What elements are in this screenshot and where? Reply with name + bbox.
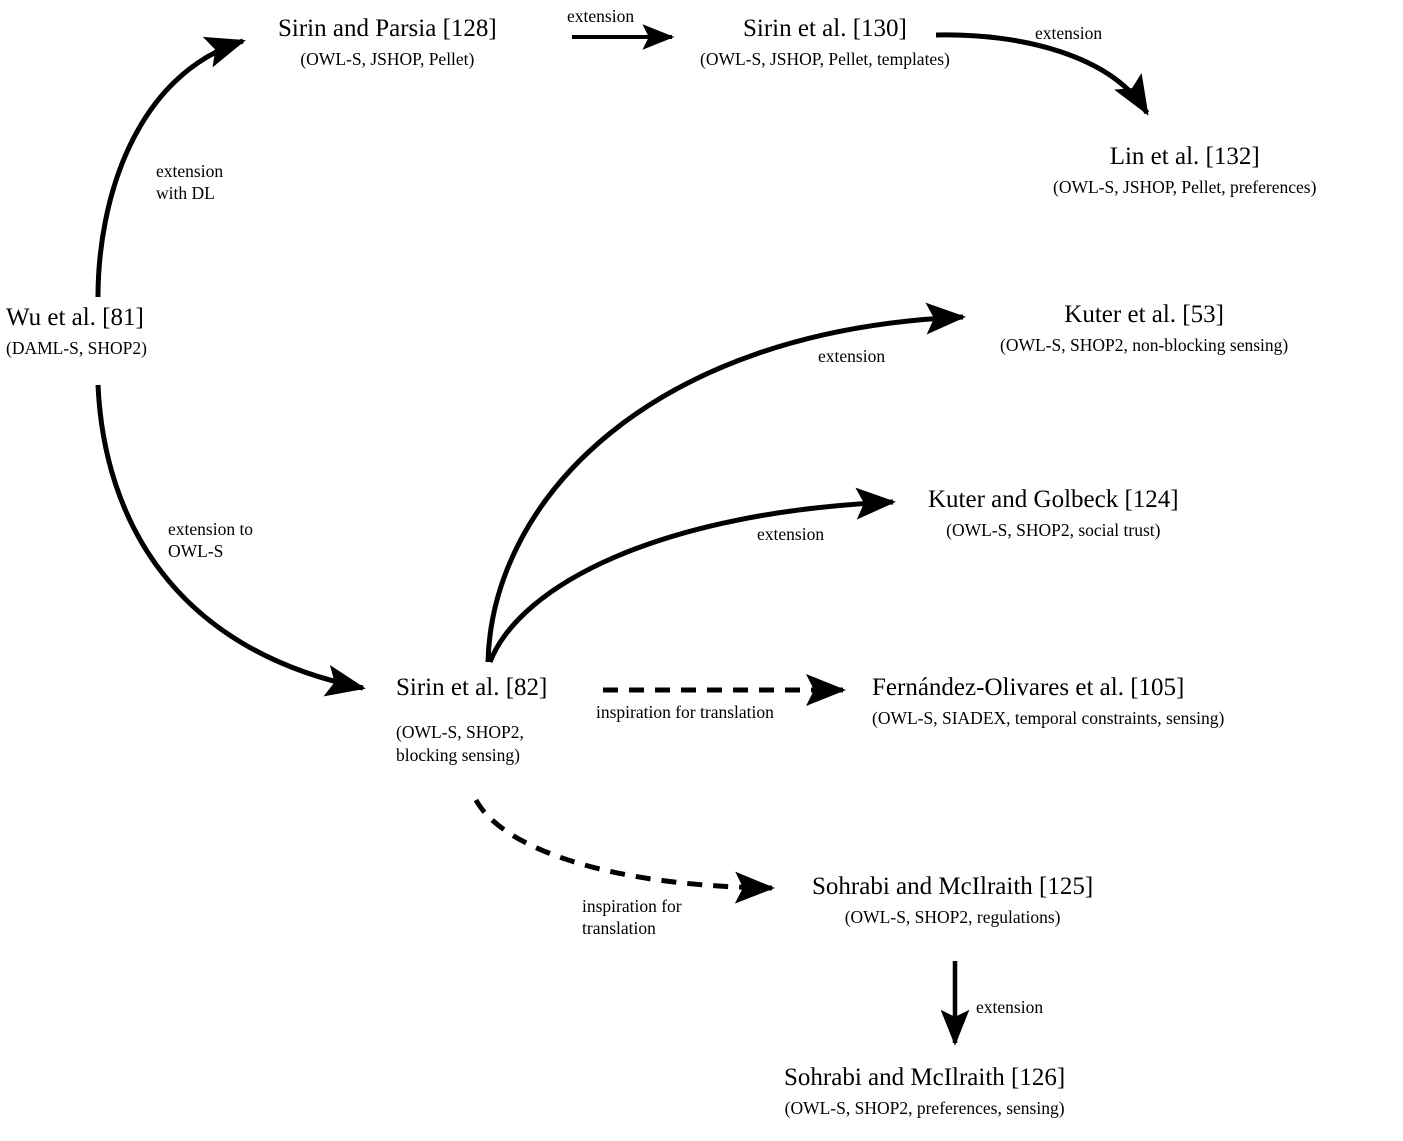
- edge-label-inspiration-for-translation-125: inspiration for translation: [582, 895, 682, 939]
- edge-label-extension-130-132: extension: [1035, 23, 1103, 43]
- node-kuter53-subtitle: (OWL-S, SHOP2, non-blocking sensing): [1000, 335, 1289, 355]
- node-lin132-subtitle: (OWL-S, JSHOP, Pellet, preferences): [1053, 177, 1317, 197]
- edge-label-e4-line1: extension to: [168, 519, 254, 539]
- node-fernandez105[interactable]: Fernández-Olivares et al. [105] (OWL-S, …: [872, 673, 1224, 730]
- node-sirin-parsia128-subtitle: (OWL-S, JSHOP, Pellet): [300, 49, 475, 69]
- edge-label-e1-line2: with DL: [156, 183, 215, 203]
- node-sohrabi125-title: Sohrabi and McIlraith [125]: [812, 873, 1094, 900]
- edge-label-e8-line2: translation: [582, 918, 656, 938]
- node-sirin82-title: Sirin et al. [82]: [396, 674, 548, 701]
- node-sohrabi125[interactable]: Sohrabi and McIlraith [125] (OWL-S, SHOP…: [812, 872, 1093, 929]
- node-sohrabi125-subtitle: (OWL-S, SHOP2, regulations): [844, 907, 1061, 927]
- edge-label-extension-to-owl-s: extension to OWL-S: [168, 518, 253, 562]
- node-lin132-title: Lin et al. [132]: [1109, 143, 1260, 170]
- edge-label-extension-128-130: extension: [567, 6, 635, 26]
- node-fernandez105-subtitle: (OWL-S, SIADEX, temporal constraints, se…: [872, 708, 1225, 728]
- edge-label-extension-with-dl: extension with DL: [156, 160, 223, 204]
- node-kuter-golbeck124[interactable]: Kuter and Golbeck [124] (OWL-S, SHOP2, s…: [928, 485, 1179, 542]
- edge-label-inspiration-for-translation-105: inspiration for translation: [596, 702, 774, 722]
- node-sirin82[interactable]: Sirin et al. [82] (OWL-S, SHOP2, blockin…: [396, 673, 586, 767]
- node-sirin130-subtitle: (OWL-S, JSHOP, Pellet, templates): [700, 49, 950, 69]
- node-sohrabi126[interactable]: Sohrabi and McIlraith [126] (OWL-S, SHOP…: [784, 1063, 1065, 1120]
- node-wu81-title: Wu et al. [81]: [6, 304, 144, 331]
- edge-label-extension-82-golbeck: extension: [757, 524, 825, 544]
- node-lin132[interactable]: Lin et al. [132] (OWL-S, JSHOP, Pellet, …: [1053, 142, 1316, 199]
- node-kuter53[interactable]: Kuter et al. [53] (OWL-S, SHOP2, non-blo…: [1000, 300, 1288, 357]
- node-sohrabi126-subtitle: (OWL-S, SHOP2, preferences, sensing): [784, 1098, 1065, 1118]
- node-kuter-golbeck124-title: Kuter and Golbeck [124]: [928, 486, 1179, 513]
- edge-label-extension-82-kuter53: extension: [818, 346, 886, 366]
- edge-label-e4-line2: OWL-S: [168, 541, 224, 561]
- node-kuter53-title: Kuter et al. [53]: [1064, 301, 1224, 328]
- edge-sirin82-to-sohrabi125: [473, 798, 775, 904]
- node-sirin-parsia128[interactable]: Sirin and Parsia [128] (OWL-S, JSHOP, Pe…: [278, 14, 497, 71]
- edge-label-extension-125-126: extension: [976, 997, 1044, 1017]
- node-wu81[interactable]: Wu et al. [81] (DAML-S, SHOP2): [6, 303, 147, 360]
- edge-label-e8-line1: inspiration for: [582, 896, 682, 916]
- node-sirin130-title: Sirin et al. [130]: [742, 15, 907, 42]
- node-sirin-parsia128-title: Sirin and Parsia [128]: [278, 15, 497, 42]
- edge-sirin82-to-kuter53: [485, 302, 966, 663]
- node-sohrabi126-title: Sohrabi and McIlraith [126]: [784, 1064, 1066, 1091]
- edge-sirin130-to-lin132: [935, 32, 1150, 116]
- node-sirin130[interactable]: Sirin et al. [130] (OWL-S, JSHOP, Pellet…: [700, 14, 950, 71]
- edge-sirin82-to-kuter-golbeck124: [487, 487, 896, 663]
- node-wu81-subtitle: (DAML-S, SHOP2): [6, 338, 147, 358]
- node-kuter-golbeck124-subtitle: (OWL-S, SHOP2, social trust): [946, 520, 1161, 540]
- node-sirin82-subtitle: (OWL-S, SHOP2, blocking sensing): [396, 722, 524, 765]
- node-fernandez105-title: Fernández-Olivares et al. [105]: [872, 674, 1185, 701]
- edge-label-e1-line1: extension: [156, 161, 224, 181]
